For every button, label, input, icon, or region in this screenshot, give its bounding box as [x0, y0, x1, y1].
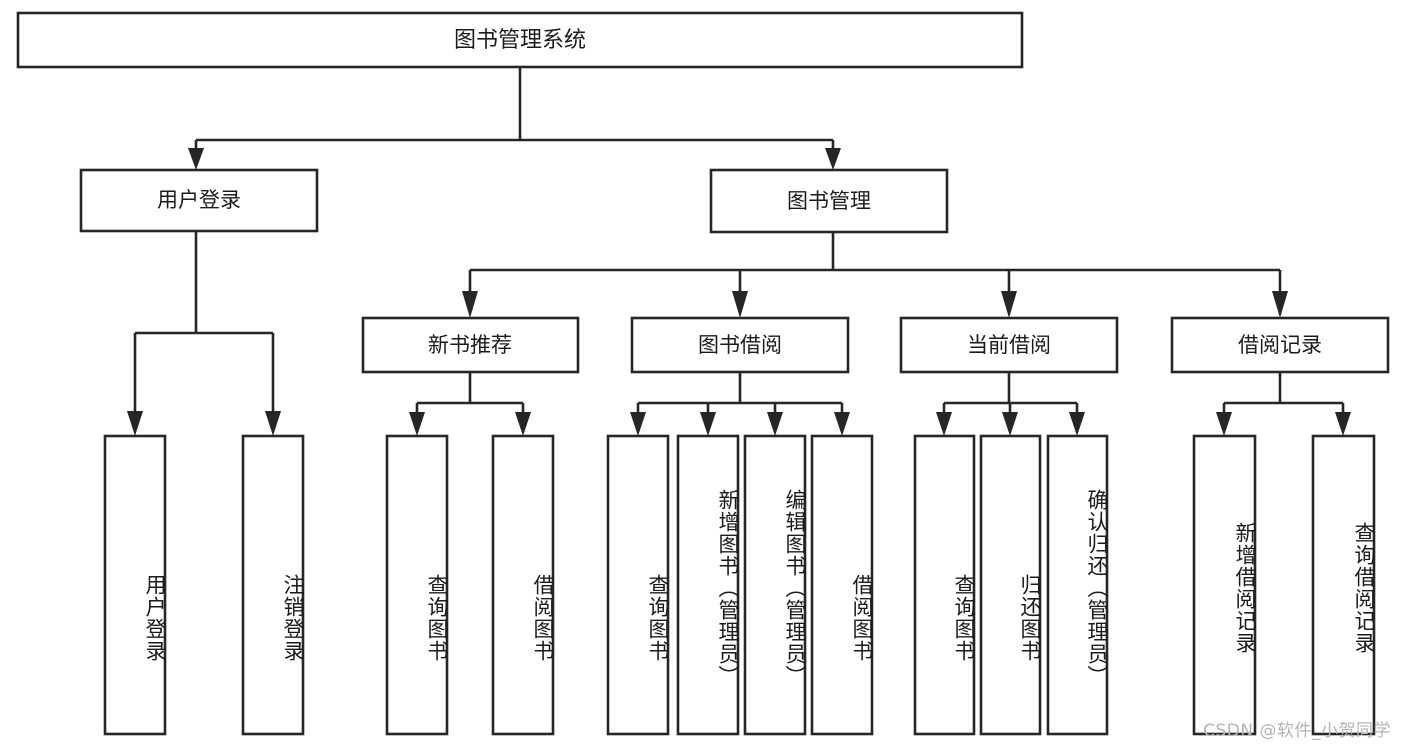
leaf-user-logout-box[interactable]	[241, 434, 305, 736]
leaf-add-record-box[interactable]	[1192, 434, 1257, 736]
leaf-user-login-box[interactable]	[103, 434, 167, 736]
connector-group	[127, 67, 1351, 436]
arrowhead-leaf-add-book	[700, 412, 716, 436]
arrowhead-leaf-edit-book	[767, 412, 783, 436]
arrowhead-leaf-query-book-1	[409, 412, 425, 436]
arrowhead-leaf-query-book-2	[630, 412, 646, 436]
node-current-borrow[interactable]: 当前借阅	[899, 316, 1119, 374]
leaf-query-book-2-box[interactable]	[606, 434, 670, 736]
arrowhead-leaf-user-login	[127, 411, 143, 436]
node-borrow-record-box[interactable]	[1170, 316, 1390, 374]
arrowhead-book-borrow	[732, 291, 748, 318]
leaf-query-book-3-box[interactable]	[913, 434, 976, 736]
node-new-book-rec[interactable]: 新书推荐	[361, 316, 580, 374]
arrowhead-leaf-query-record	[1335, 412, 1351, 436]
leaf-box-group	[103, 434, 1376, 736]
leaf-return-book-box[interactable]	[979, 434, 1042, 736]
arrowhead-new-book-rec	[462, 291, 478, 318]
arrowhead-user-login	[188, 148, 204, 170]
node-book-borrow-box[interactable]	[630, 316, 850, 374]
node-current-borrow-box[interactable]	[899, 316, 1119, 374]
node-user-login[interactable]: 用户登录	[79, 168, 319, 233]
leaf-add-book-box[interactable]	[676, 434, 740, 736]
leaf-borrow-book-1-box[interactable]	[491, 434, 555, 736]
leaf-borrow-book-2-box[interactable]	[810, 434, 874, 736]
leaf-query-record-box[interactable]	[1311, 434, 1376, 736]
leaf-edit-book-box[interactable]	[743, 434, 807, 736]
arrowhead-borrow-record	[1272, 291, 1288, 318]
arrowhead-leaf-query-book-3	[936, 412, 952, 436]
node-book-manage-label: 图书管理	[787, 189, 871, 213]
node-new-book-rec-box[interactable]	[361, 316, 580, 374]
node-borrow-record[interactable]: 借阅记录	[1170, 316, 1390, 374]
watermark-text: CSDN @软件_小贺同学	[1203, 721, 1391, 741]
node-root-label: 图书管理系统	[454, 28, 586, 53]
arrowhead-current-borrow	[1001, 291, 1017, 318]
node-book-borrow[interactable]: 图书借阅	[630, 316, 850, 374]
leaf-confirm-return-box[interactable]	[1046, 434, 1109, 736]
arrowhead-leaf-return-book	[1002, 412, 1018, 436]
node-user-login-box[interactable]	[79, 168, 319, 233]
node-root-box[interactable]	[16, 11, 1024, 69]
leaf-query-book-1-box[interactable]	[385, 434, 449, 736]
node-book-manage-box[interactable]	[709, 168, 949, 234]
node-current-borrow-label: 当前借阅	[967, 333, 1051, 357]
node-borrow-record-label: 借阅记录	[1238, 333, 1322, 357]
node-user-login-label: 用户登录	[157, 188, 241, 212]
arrowhead-leaf-user-logout	[265, 411, 281, 436]
node-book-borrow-label: 图书借阅	[698, 333, 782, 357]
node-new-book-rec-label: 新书推荐	[428, 333, 512, 357]
arrowhead-leaf-confirm-return	[1069, 412, 1085, 436]
arrowhead-book-manage	[825, 148, 841, 170]
arrowhead-leaf-borrow-book-1	[515, 412, 531, 436]
arrowhead-leaf-add-record	[1216, 412, 1232, 436]
node-book-manage[interactable]: 图书管理	[709, 168, 949, 234]
arrowhead-leaf-borrow-book-2	[834, 412, 850, 436]
node-root[interactable]: 图书管理系统	[16, 11, 1024, 69]
